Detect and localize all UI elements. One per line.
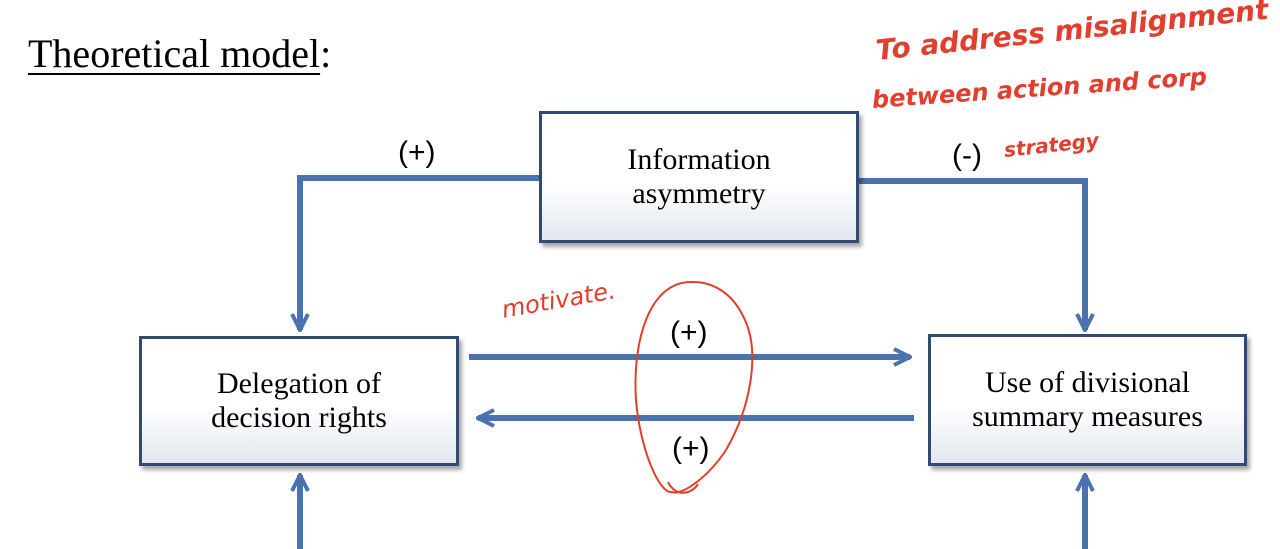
slide-title-colon: : bbox=[320, 31, 332, 76]
tick-under-plus bbox=[667, 481, 699, 494]
information-asymmetry-line1: Information bbox=[627, 143, 771, 176]
slide-title: Theoretical model: bbox=[28, 30, 331, 77]
sign-left-top: (+) bbox=[398, 136, 436, 169]
box-divisional-summary-measures: Use of divisional summary measures bbox=[928, 334, 1247, 466]
sign-middle-top: (+) bbox=[670, 316, 708, 349]
sign-right-top: (-) bbox=[952, 139, 982, 172]
box-information-asymmetry: Information asymmetry bbox=[539, 111, 859, 243]
delegation-line2: decision rights bbox=[211, 401, 387, 434]
summary-measures-line1: Use of divisional bbox=[985, 366, 1190, 399]
slide-title-text: Theoretical model bbox=[28, 31, 321, 76]
arrow-info-to-delegation bbox=[300, 175, 540, 330]
information-asymmetry-line2: asymmetry bbox=[632, 177, 766, 210]
arrow-info-to-summary bbox=[857, 178, 1085, 330]
summary-measures-line2: summary measures bbox=[972, 400, 1203, 433]
sign-middle-bottom: (+) bbox=[672, 432, 710, 465]
box-delegation-of-decision-rights: Delegation of decision rights bbox=[139, 336, 459, 466]
delegation-line1: Delegation of bbox=[216, 367, 382, 400]
circle-around-signs bbox=[634, 280, 754, 494]
